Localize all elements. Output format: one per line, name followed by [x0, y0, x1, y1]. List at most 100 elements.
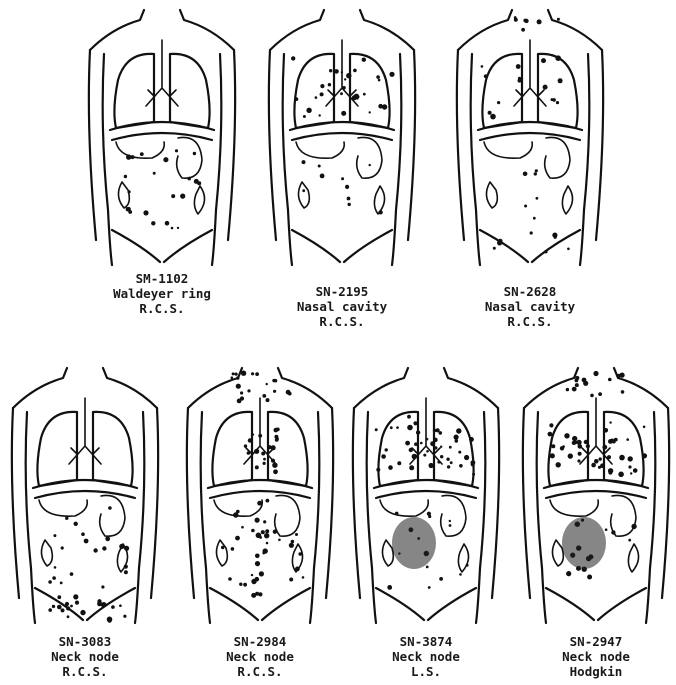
lesion-dot — [108, 506, 112, 510]
lesion-dot — [544, 250, 547, 253]
lesion-dot — [320, 92, 324, 96]
lesion-dot — [105, 536, 110, 541]
torso-drawing — [516, 368, 676, 628]
lesion-dot — [175, 149, 178, 152]
lesion-dot — [318, 165, 321, 168]
lesion-dot — [498, 239, 503, 244]
lesion-dot — [353, 69, 357, 73]
lesion-dot — [73, 594, 78, 599]
stomach-outline — [100, 495, 125, 536]
specimen-id: SN-3874 — [346, 634, 506, 649]
lesion-dot — [235, 536, 240, 541]
left-kidney-outline — [552, 540, 563, 566]
lesion-dot — [376, 468, 380, 472]
lesion-dot — [247, 389, 250, 392]
lesion-dot — [237, 399, 242, 404]
lesion-dot — [594, 459, 599, 464]
lesion-dot — [643, 426, 646, 429]
lesion-dot — [584, 440, 588, 444]
right-kidney-outline — [374, 186, 384, 214]
liver-outline — [39, 500, 87, 516]
primary-site: Neck node — [516, 649, 676, 664]
lesion-dot — [607, 455, 611, 459]
diaphragm-outline — [478, 122, 582, 140]
lesion-dot — [420, 442, 423, 445]
torso-drawing — [346, 368, 506, 628]
lesion-dot — [396, 426, 399, 429]
lesion-dot — [416, 430, 420, 434]
lesion-dot — [302, 189, 305, 192]
lesion-dot — [273, 530, 277, 534]
diaphragm-outline — [208, 480, 312, 498]
lesion-dot — [128, 210, 132, 214]
specimen-id: SN-2195 — [262, 284, 422, 299]
lesion-dot — [458, 451, 461, 454]
liver-outline — [550, 500, 598, 516]
lesion-dot — [440, 455, 443, 458]
lesion-dot — [633, 468, 638, 473]
lesion-dot — [628, 456, 633, 461]
lesion-dot — [177, 227, 179, 229]
lesion-dot — [262, 394, 266, 398]
lesion-dot — [568, 453, 573, 458]
lesion-dot — [552, 98, 556, 102]
lesion-dot — [642, 453, 647, 458]
stomach-outline — [545, 137, 570, 178]
trachea-bronchi — [146, 40, 178, 106]
lesion-dot — [514, 16, 517, 19]
lesion-dot — [516, 64, 521, 69]
figure-panel-3 — [450, 10, 610, 270]
lesion-dot — [163, 157, 168, 162]
lesion-dot — [572, 387, 577, 392]
lesion-dot — [57, 595, 61, 599]
lesion-dot — [124, 175, 127, 178]
lesion-dot — [578, 452, 582, 456]
lesion-dot — [70, 572, 74, 576]
lesion-dot — [128, 190, 131, 193]
lesion-dot — [449, 446, 452, 449]
lesion-dot — [413, 421, 417, 425]
lesion-dot — [369, 164, 371, 166]
lesion-dot — [381, 454, 386, 459]
lesion-dot — [256, 533, 262, 539]
lesion-dot — [466, 564, 469, 567]
lesion-dot — [619, 455, 625, 461]
lesion-dot — [447, 465, 450, 468]
lesion-dot — [243, 583, 247, 587]
stomach-outline — [357, 137, 382, 178]
lesion-dot — [382, 104, 387, 109]
right-kidney-outline — [562, 186, 572, 214]
lesion-dot — [548, 432, 553, 437]
lesion-dot — [276, 437, 279, 440]
lesion-dot — [575, 383, 579, 387]
lesion-dot — [261, 452, 265, 456]
lesion-dot — [378, 79, 381, 82]
lesion-dot — [536, 197, 539, 200]
lesion-dot — [590, 394, 594, 398]
lesion-dot — [197, 181, 201, 185]
lesion-dot — [232, 372, 235, 375]
lesion-dot — [518, 79, 522, 83]
lesion-dot — [428, 586, 431, 589]
lesion-dot — [60, 582, 63, 585]
lesion-dot — [523, 172, 528, 177]
lesion-dot — [53, 534, 56, 537]
lesion-dot — [263, 462, 266, 465]
lesion-dot — [577, 459, 580, 462]
histology-type: R.C.S. — [82, 301, 242, 316]
caption-panel-7: SN-2947 Neck node Hodgkin — [516, 634, 676, 679]
lesion-dot — [171, 227, 174, 230]
lesion-dot — [271, 459, 275, 463]
lesion-dot — [541, 58, 546, 63]
lesion-dot — [434, 446, 437, 449]
lesion-dot — [608, 468, 613, 473]
lesion-dot — [609, 421, 611, 423]
lesion-dot — [74, 522, 78, 526]
lesion-dot — [334, 69, 339, 74]
lesion-dot — [231, 547, 235, 551]
lesion-dot — [274, 428, 279, 433]
lesion-dot — [151, 221, 155, 225]
lesion-dot — [341, 177, 344, 180]
lesion-dot — [255, 554, 260, 559]
lesion-dot — [558, 78, 563, 83]
